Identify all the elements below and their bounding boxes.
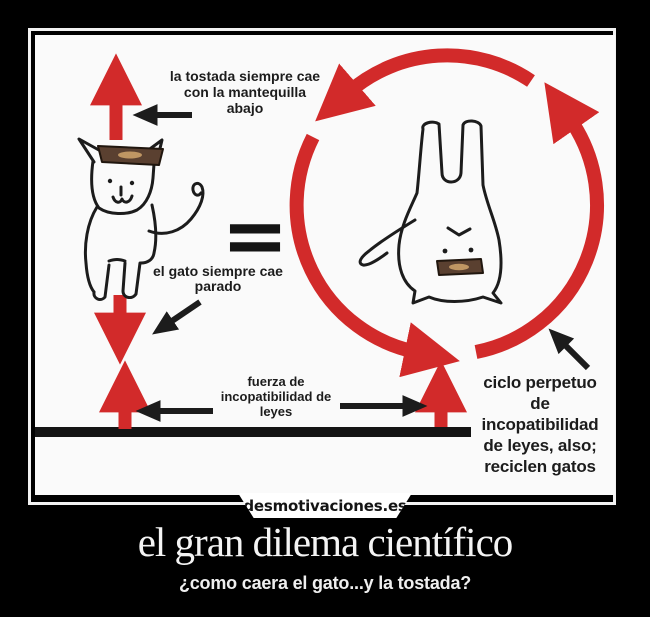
falling-cat-drawing: [77, 137, 205, 301]
label-cat-rule: el gato siempre cae parado: [152, 264, 284, 294]
upside-down-cat-eye-right: [468, 247, 474, 253]
label-cycle-line3: incopatibilidad: [481, 415, 599, 434]
cycle-arc-right: [474, 82, 604, 359]
label-cycle-line1: ciclo perpetuo: [483, 373, 597, 392]
poster-title: el gran dilema científico: [137, 519, 514, 565]
label-cycle-line2: de: [530, 394, 550, 413]
cat-body-right: [139, 203, 158, 265]
label-force-line1: fuerza de: [247, 374, 305, 389]
label-incompatibility-force: fuerza de incopatibilidad de leyes: [198, 374, 354, 419]
cat-left-ear: [77, 137, 108, 164]
cat-legs: [92, 258, 142, 301]
upside-down-cat-tail: [358, 218, 417, 267]
label-force-line2: incopatibilidad de: [220, 389, 332, 404]
label-toast-line2: con la mantequilla: [183, 84, 307, 100]
cat-muzzle: [111, 185, 134, 204]
angry-brow: [446, 226, 472, 237]
pointer-arrow-cat-label: [152, 299, 202, 335]
cat-raised-paw: [147, 181, 205, 235]
label-cycle-line4: de leyes, also;: [483, 436, 597, 455]
cycle-arc-left: [289, 133, 460, 378]
label-cat-line1: el gato siempre cae: [153, 263, 283, 279]
label-perpetual-cycle: ciclo perpetuo de incopatibilidad de ley…: [462, 372, 618, 477]
label-toast-line3: abajo: [226, 100, 264, 116]
butter-icon-2: [449, 263, 469, 271]
cat-head-outline: [90, 159, 156, 215]
poster-subtitle: ¿como caera el gato...y la tostada?: [178, 573, 472, 593]
label-force-line3: leyes: [259, 404, 293, 419]
label-toast-line1: la tostada siempre cae: [169, 68, 321, 84]
ground-line: [35, 427, 471, 437]
cat-body-left: [83, 205, 99, 294]
watermark-ribbon: desmotivaciones.es: [238, 493, 412, 518]
label-cycle-line5: reciclen gatos: [484, 457, 596, 476]
upside-down-cat-body: [397, 119, 503, 305]
cat-eye-left: [107, 178, 113, 184]
cycle-arc-top: [315, 48, 535, 122]
equals-sign: =: [221, 189, 288, 282]
label-cat-line2: parado: [194, 278, 242, 294]
cat-eye-right: [129, 180, 135, 186]
pointer-arrow-cycle-label: [548, 328, 591, 371]
comic-drawing: =: [35, 48, 604, 437]
label-toast-rule: la tostada siempre cae con la mantequill…: [159, 68, 331, 116]
butter-icon: [118, 151, 142, 159]
watermark-text: desmotivaciones.es: [243, 496, 407, 515]
upside-down-cat-eye-left: [442, 248, 448, 254]
upside-down-cat-drawing: [358, 119, 503, 305]
